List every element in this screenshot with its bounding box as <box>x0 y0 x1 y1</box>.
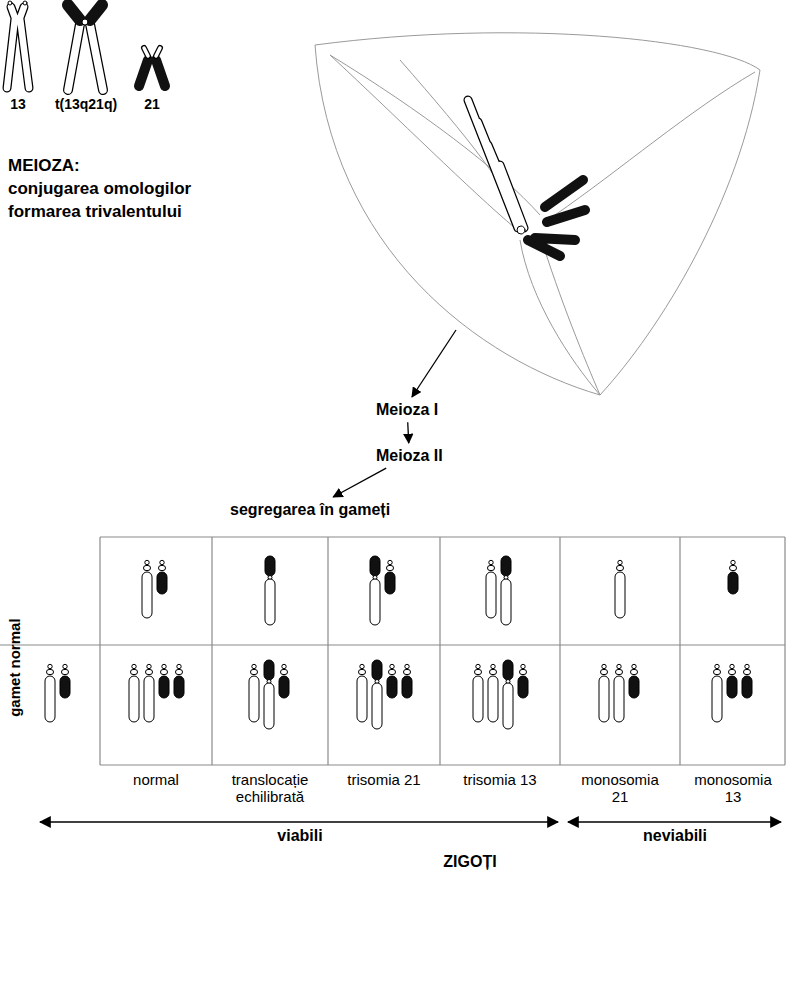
row-label: gamet normal <box>5 619 22 717</box>
normal-gamete-chromosomes <box>45 664 70 722</box>
spindle-arrow <box>412 330 456 397</box>
gamete-table <box>0 537 785 765</box>
chromosome-label: 13 <box>10 96 26 112</box>
step-label: segregarea în gameți <box>226 498 394 521</box>
zygote-label: trisomia 21 <box>347 771 421 788</box>
axis-title: ZIGOȚI <box>443 853 496 871</box>
node-text: Meioza I <box>376 401 438 418</box>
meiotic-spindle <box>315 33 760 395</box>
node-text: Meioza II <box>376 447 443 464</box>
step-label: Meioza I <box>372 398 442 421</box>
gamete-chromosomes <box>142 556 738 625</box>
chromosome-label: t(13q21q) <box>55 96 117 112</box>
group-label: viabili <box>277 827 322 845</box>
group-label: neviabili <box>643 827 707 845</box>
chromosome-label: 21 <box>144 96 160 112</box>
nonviable-range-arrow <box>568 821 781 823</box>
section-heading: MEIOZA: <box>8 156 80 176</box>
zygote-label: monosomia 13 <box>692 771 774 806</box>
zygote-label: monosomia 21 <box>579 771 661 806</box>
node-text: segregarea în gameți <box>230 501 390 518</box>
flow-arrow <box>333 468 386 497</box>
step-label: Meioza II <box>372 444 447 467</box>
note: formarea trivalentului <box>8 202 182 222</box>
note: conjugarea omologilor <box>8 179 191 199</box>
translocation-chromosome <box>68 5 103 90</box>
trivalent <box>468 100 585 256</box>
flow-arrow <box>408 422 409 443</box>
zygote-label: trisomia 13 <box>463 771 537 788</box>
zygote-label: normal <box>133 771 179 788</box>
chromosome-21 <box>139 48 165 86</box>
zygote-label: translocație echilibrată <box>220 771 320 806</box>
zygote-chromosomes <box>129 660 752 729</box>
chromosome-13 <box>7 1 29 88</box>
viable-range-arrow <box>40 821 558 823</box>
